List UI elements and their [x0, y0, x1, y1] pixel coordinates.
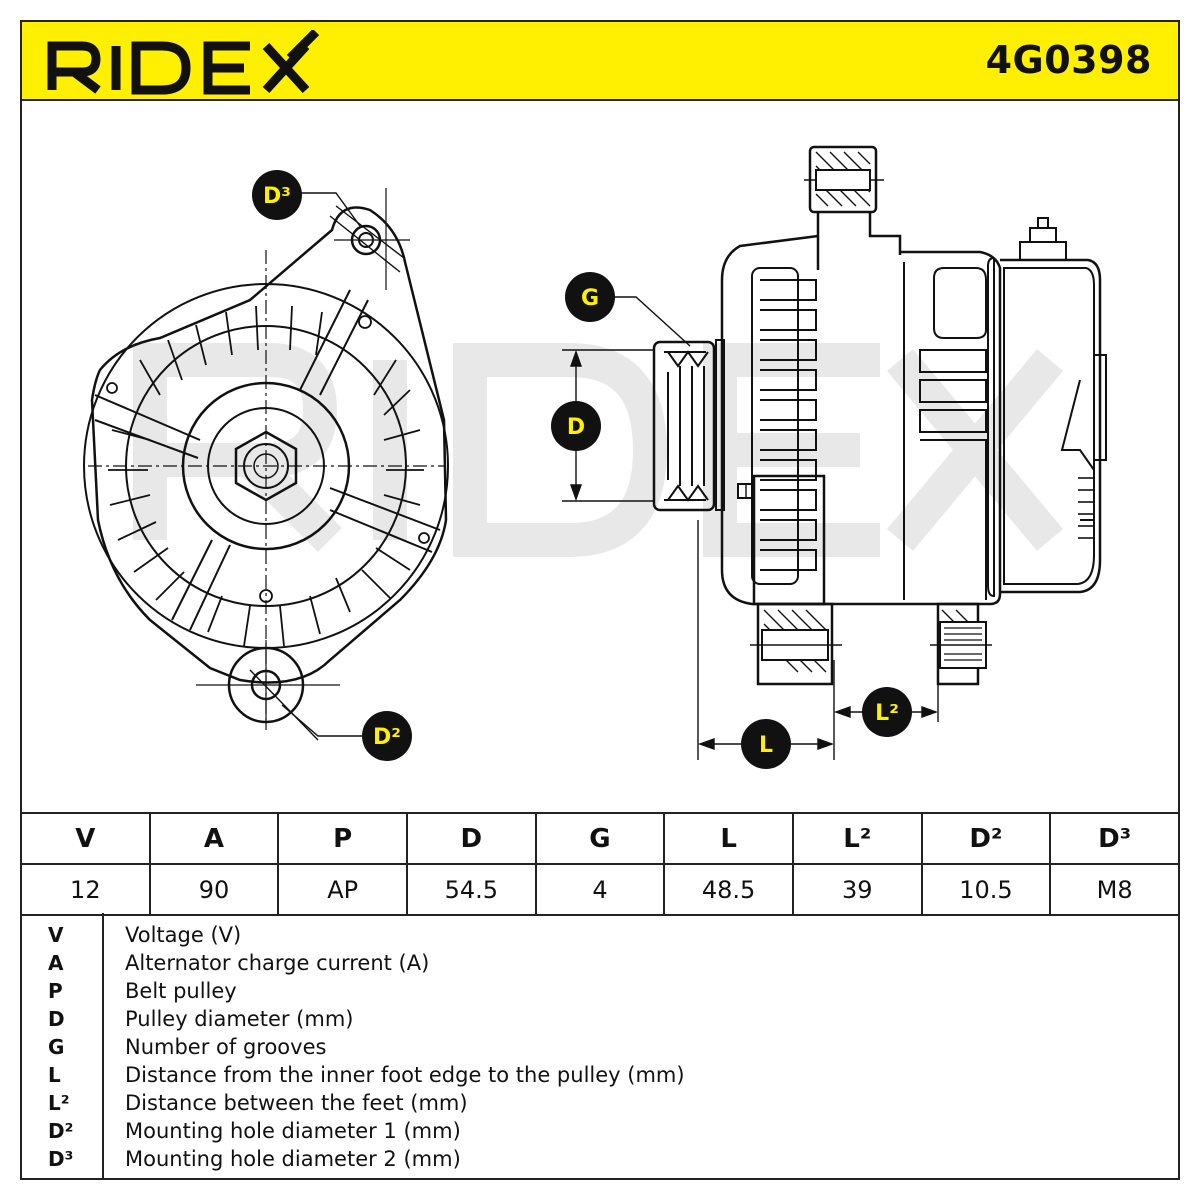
legend-item: L² Distance between the feet (mm)	[22, 1089, 1182, 1117]
spec-header-l: L	[663, 812, 794, 865]
legend-description: Number of grooves	[125, 1035, 327, 1059]
legend-description: Belt pulley	[125, 979, 237, 1003]
svg-text:D³: D³	[263, 184, 291, 209]
spec-value-v: 12	[20, 863, 151, 916]
spec-value-row: 12 90 AP 54.5 4 48.5 39 10.5 M8	[20, 863, 1180, 916]
legend-description: Pulley diameter (mm)	[125, 1007, 354, 1031]
spec-header-v: V	[20, 812, 151, 865]
spec-header-l2: L²	[791, 812, 923, 865]
svg-text:L: L	[759, 733, 773, 758]
legend-description: Mounting hole diameter 2 (mm)	[125, 1147, 461, 1171]
spec-header-g: G	[534, 812, 666, 865]
spec-value-l2: 39	[791, 863, 923, 916]
alternator-drawing: D³ D² G D L L²	[83, 145, 1107, 769]
spec-value-a: 90	[148, 863, 280, 916]
legend-key: A	[48, 951, 64, 975]
legend-key: V	[48, 923, 64, 947]
ridex-logo	[47, 30, 320, 95]
legend-description: Voltage (V)	[125, 923, 242, 947]
legend-description: Alternator charge current (A)	[125, 951, 430, 975]
legend-item: P Belt pulley	[22, 977, 1182, 1005]
svg-text:G: G	[581, 286, 599, 311]
legend-description: Distance between the feet (mm)	[125, 1091, 468, 1115]
spec-value-p: AP	[277, 863, 408, 916]
callout-d2: D²	[362, 711, 412, 761]
legend-item: D³ Mounting hole diameter 2 (mm)	[22, 1145, 1182, 1173]
ridex-watermark	[133, 343, 1064, 557]
svg-text:L²: L²	[875, 701, 899, 726]
spec-header-d2: D²	[920, 812, 1052, 865]
spec-table: V A P D G L L² D² D³ 12 90 AP 54.5 4 48.…	[20, 812, 1180, 916]
spec-header-p: P	[277, 812, 408, 865]
legend: V Voltage (V) A Alternator charge curren…	[20, 913, 1180, 1180]
spec-header-d: D	[405, 812, 537, 865]
callout-d3: D³	[252, 170, 302, 220]
spec-value-d: 54.5	[405, 863, 537, 916]
spec-value-d2: 10.5	[920, 863, 1052, 916]
legend-item: V Voltage (V)	[22, 921, 1182, 949]
spec-value-d3: M8	[1049, 863, 1180, 916]
spec-header-d3: D³	[1049, 812, 1180, 865]
legend-item: G Number of grooves	[22, 1033, 1182, 1061]
spec-value-g: 4	[534, 863, 666, 916]
callout-l2: L²	[862, 687, 912, 737]
legend-key: L	[48, 1063, 61, 1087]
legend-key: P	[48, 979, 63, 1003]
part-number: 4G0398	[985, 38, 1152, 82]
legend-description: Mounting hole diameter 1 (mm)	[125, 1119, 461, 1143]
svg-text:D: D	[567, 415, 585, 440]
legend-description: Distance from the inner foot edge to the…	[125, 1063, 685, 1087]
alternator-side-view	[612, 145, 1107, 686]
legend-item: A Alternator charge current (A)	[22, 949, 1182, 977]
legend-key: D²	[48, 1119, 74, 1143]
alternator-front-view	[83, 188, 449, 741]
legend-key: G	[48, 1035, 65, 1059]
legend-item: D Pulley diameter (mm)	[22, 1005, 1182, 1033]
spec-value-l: 48.5	[663, 863, 794, 916]
callout-l: L	[741, 719, 791, 769]
spec-header-row: V A P D G L L² D² D³	[20, 812, 1180, 865]
legend-key: D	[48, 1007, 65, 1031]
callout-d: D	[551, 401, 601, 451]
legend-item: D² Mounting hole diameter 1 (mm)	[22, 1117, 1182, 1145]
legend-key: L²	[48, 1091, 70, 1115]
svg-text:D²: D²	[373, 725, 401, 750]
legend-key: D³	[48, 1147, 74, 1171]
legend-divider	[102, 913, 104, 1178]
spec-header-a: A	[148, 812, 280, 865]
header-bar: 4G0398	[20, 20, 1180, 101]
legend-item: L Distance from the inner foot edge to t…	[22, 1061, 1182, 1089]
callout-g: G	[565, 272, 615, 322]
